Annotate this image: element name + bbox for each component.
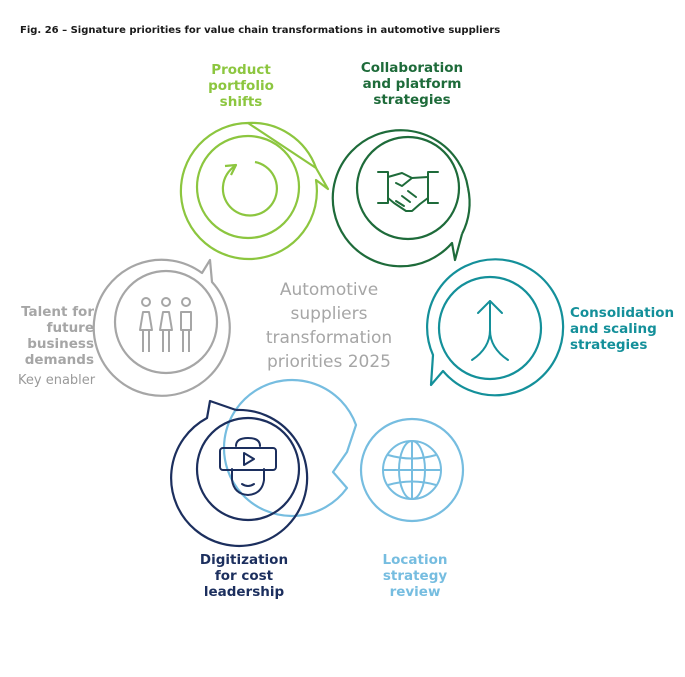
label-collab: Collaboration and platform strategies — [360, 60, 464, 108]
figure-title: Fig. 26 – Signature priorities for value… — [20, 25, 501, 36]
label-location: Location strategy review — [382, 552, 448, 600]
key-enabler-label: Key enabler — [18, 373, 96, 388]
center-caption: Automotive suppliers transformation prio… — [265, 280, 393, 372]
globe-icon — [382, 440, 442, 500]
node-consolidation — [426, 258, 565, 397]
label-talent: Talent for future business demands — [21, 304, 94, 368]
people-icon — [139, 297, 192, 352]
merge-arrow-icon — [471, 300, 509, 361]
node-product — [179, 121, 330, 261]
node-digitization — [170, 399, 309, 547]
node-collab — [331, 129, 471, 268]
vr-headset-icon — [219, 437, 277, 496]
node-talent — [92, 258, 231, 397]
refresh-icon — [221, 160, 278, 217]
handshake-icon — [377, 171, 439, 212]
label-product: Product portfolio shifts — [208, 62, 274, 110]
label-consolidation: Consolidation and scaling strategies — [570, 305, 675, 353]
label-digitization: Digitization for cost leadership — [199, 552, 289, 600]
node-location — [222, 378, 465, 523]
